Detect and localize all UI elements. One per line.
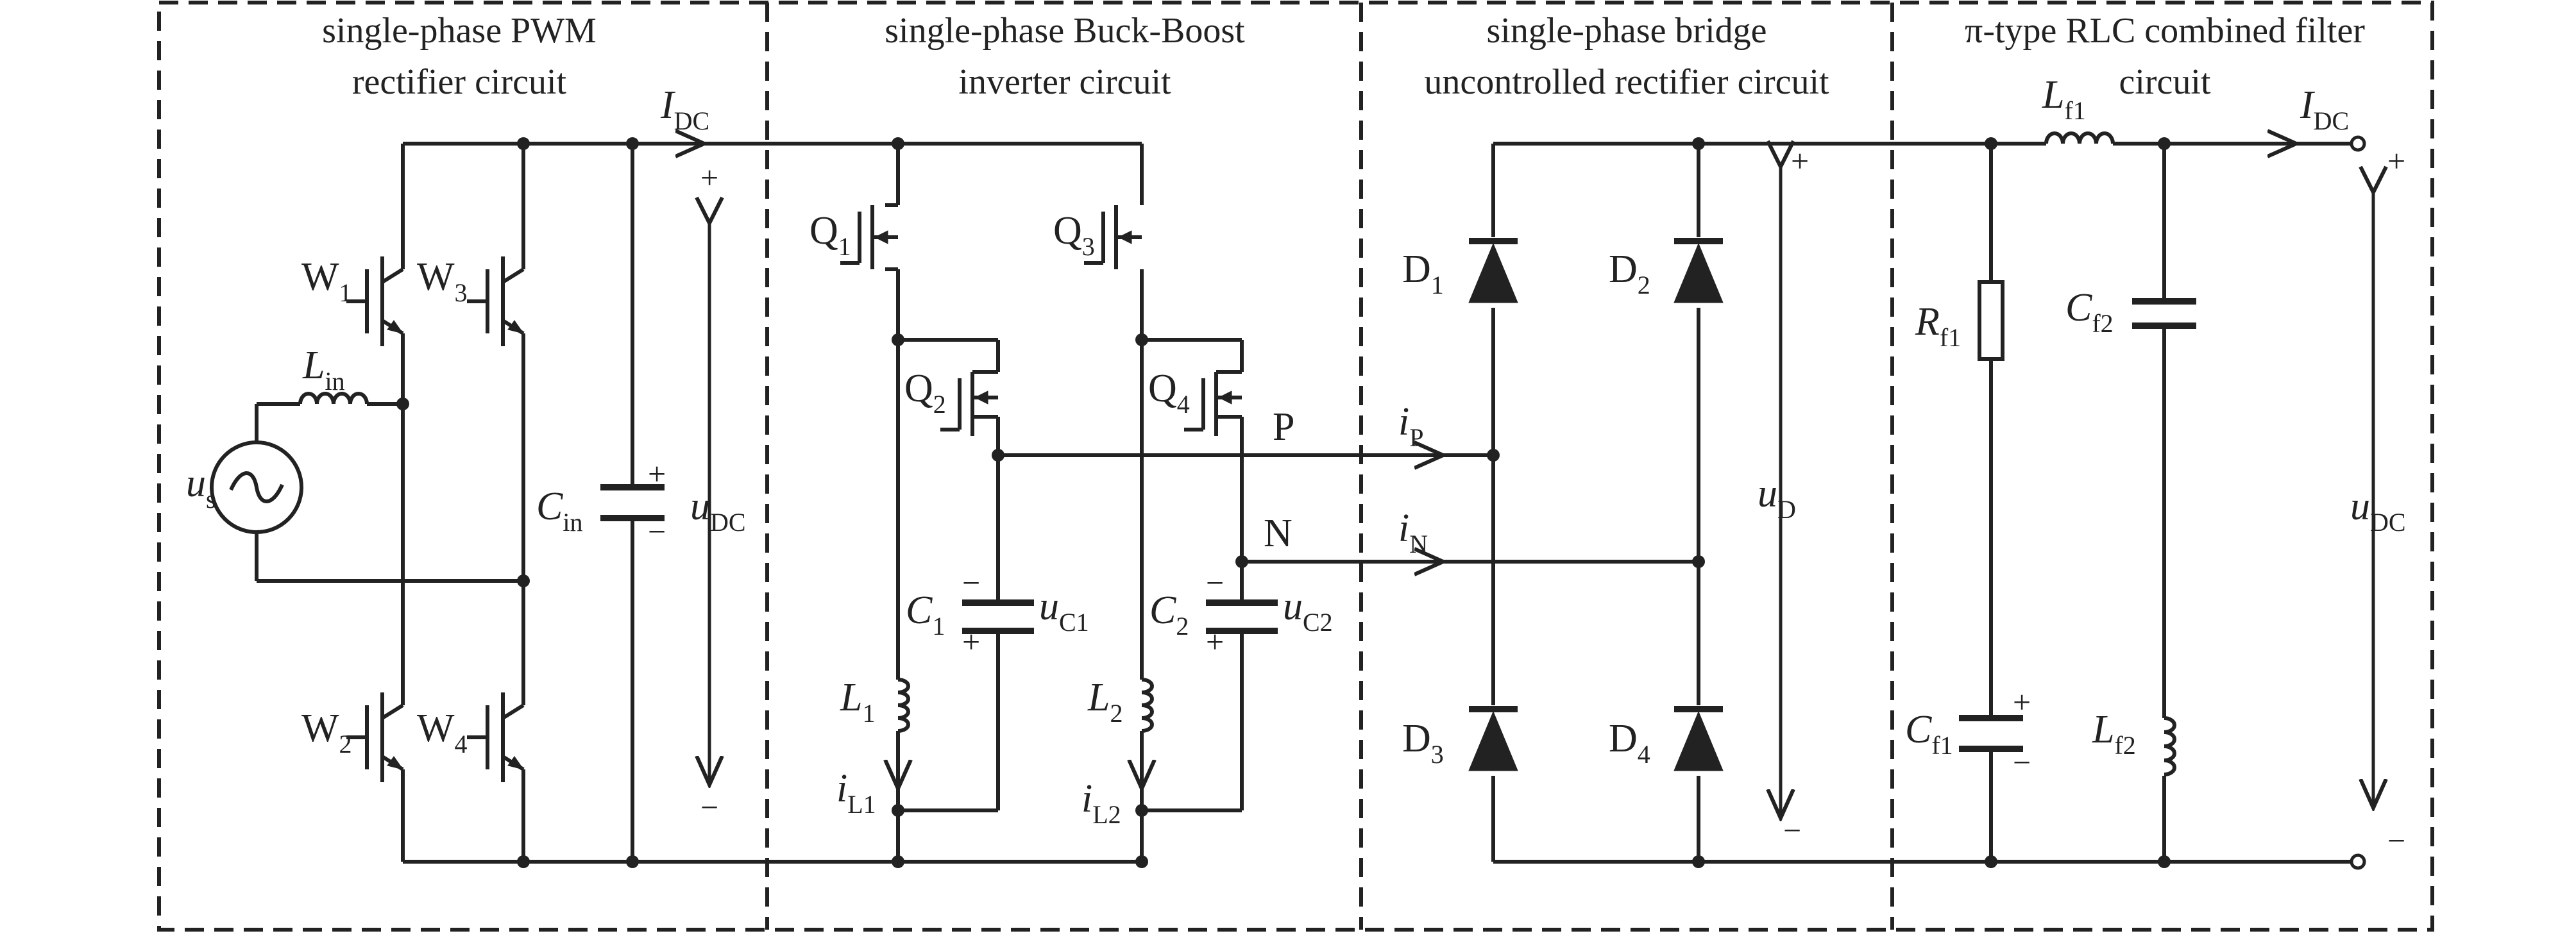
capacitor-cin [600, 484, 665, 521]
minus-cin: − [648, 514, 666, 549]
label-udc-left: uDC [690, 485, 746, 537]
inductor-lf2 [2164, 716, 2176, 776]
section-title-buckboost-line2: inverter circuit [958, 62, 1171, 102]
minus-udc-left: − [700, 789, 718, 825]
section-title-pwm-line1: single-phase PWM [322, 11, 597, 51]
outer-dashed-frame [157, 1, 2434, 932]
label-d3: D3 [1402, 717, 1444, 769]
inductor-l1 [885, 678, 911, 733]
capacitor-cf2 [2132, 298, 2196, 329]
minus-cf1: − [2013, 744, 2031, 780]
plus-ud: + [1791, 143, 1809, 179]
capacitor-c2 [1206, 599, 1278, 634]
label-q4: Q4 [1148, 367, 1190, 419]
minus-c1: − [962, 565, 980, 601]
minus-ud: − [1783, 812, 1801, 848]
label-idc-left: IDC [660, 83, 709, 135]
label-q3: Q3 [1053, 209, 1095, 261]
label-uc1: uC1 [1039, 585, 1089, 637]
junction-dots [396, 137, 2171, 868]
diode-d1 [1468, 237, 1518, 308]
section-title-filter-line2: circuit [2119, 62, 2210, 102]
igbt-w2 [346, 692, 404, 782]
label-w2: W2 [301, 707, 352, 758]
section-title-bridge-line1: single-phase bridge [1487, 11, 1767, 51]
label-w4: W4 [417, 707, 468, 758]
label-il2: iL2 [1081, 777, 1121, 829]
label-udc-right: uDC [2350, 485, 2406, 537]
label-c1: C1 [906, 589, 945, 641]
inductor-lf1 [2044, 131, 2115, 144]
label-q2: Q2 [904, 367, 946, 419]
mosfet-q3 [1084, 205, 1142, 269]
plus-cf1: + [2013, 684, 2031, 720]
minus-output: − [2387, 823, 2405, 858]
label-c2: C2 [1149, 589, 1189, 641]
ac-source-icon [210, 440, 303, 534]
capacitor-cf1 [1959, 715, 2023, 752]
buckboost-wires [885, 144, 1699, 862]
mosfet-q2 [940, 370, 998, 436]
output-terminal-negative [2350, 853, 2366, 870]
diode-d2 [1674, 237, 1724, 308]
plus-output: + [2387, 143, 2405, 179]
igbt-w4 [467, 692, 525, 782]
label-us: us [186, 462, 216, 514]
label-d2: D2 [1609, 247, 1650, 299]
minus-c2: − [1206, 565, 1224, 601]
mosfet-q4 [1184, 370, 1242, 436]
plus-cin: + [648, 456, 666, 492]
label-w3: W3 [417, 255, 468, 307]
output-terminal-positive [2350, 135, 2366, 152]
label-d1: D1 [1402, 247, 1444, 299]
label-l1: L1 [840, 676, 875, 728]
igbt-w1 [346, 256, 404, 346]
section-title-pwm-line2: rectifier circuit [352, 62, 567, 102]
label-l2: L2 [1087, 676, 1123, 728]
inductor-lin [298, 392, 369, 405]
label-rf1: Rf1 [1915, 300, 1961, 352]
label-idc-right: IDC [2300, 83, 2349, 135]
mosfet-q1 [840, 205, 898, 269]
plus-c1: + [962, 624, 980, 660]
label-w1: W1 [301, 255, 352, 307]
label-p: P [1273, 405, 1294, 449]
label-uc2: uC2 [1283, 585, 1333, 637]
label-cin: Cin [536, 485, 582, 537]
capacitor-c1 [962, 599, 1034, 634]
polarity-marks: + − + − − + − + + − + − + − [648, 143, 2405, 858]
diode-d4 [1674, 705, 1724, 776]
filter-wires [1989, 142, 2358, 862]
label-il1: iL1 [836, 767, 876, 819]
label-ud: uD [1758, 472, 1796, 524]
label-in: iN [1398, 507, 1428, 558]
label-n: N [1264, 512, 1292, 555]
component-labels: us Lin Cin IDC uDC W1 W3 W2 W4 Q1 Q3 Q2 … [186, 73, 2406, 829]
plus-udc-left: + [700, 160, 718, 196]
label-lf1: Lf1 [2042, 73, 2086, 125]
label-cf2: Cf2 [2065, 286, 2114, 338]
label-ip: iP [1398, 400, 1423, 452]
diode-d3 [1468, 705, 1518, 776]
section-title-bridge-line2: uncontrolled rectifier circuit [1424, 62, 1829, 102]
label-lf2: Lf2 [2092, 708, 2136, 760]
section-boxes [157, 1, 2434, 932]
igbt-w3 [467, 256, 525, 346]
section-titles: single-phase PWM rectifier circuit singl… [322, 11, 2365, 102]
label-d4: D4 [1609, 717, 1650, 769]
section-title-buckboost-line1: single-phase Buck-Boost [885, 11, 1245, 51]
plus-c2: + [1206, 624, 1224, 660]
label-lin: Lin [302, 344, 345, 396]
resistor-rf1 [1978, 280, 2004, 361]
inductor-l2 [1129, 678, 1155, 733]
label-q1: Q1 [809, 209, 851, 261]
label-cf1: Cf1 [1905, 708, 1953, 760]
section-title-filter-line1: π-type RLC combined filter [1965, 11, 2365, 51]
